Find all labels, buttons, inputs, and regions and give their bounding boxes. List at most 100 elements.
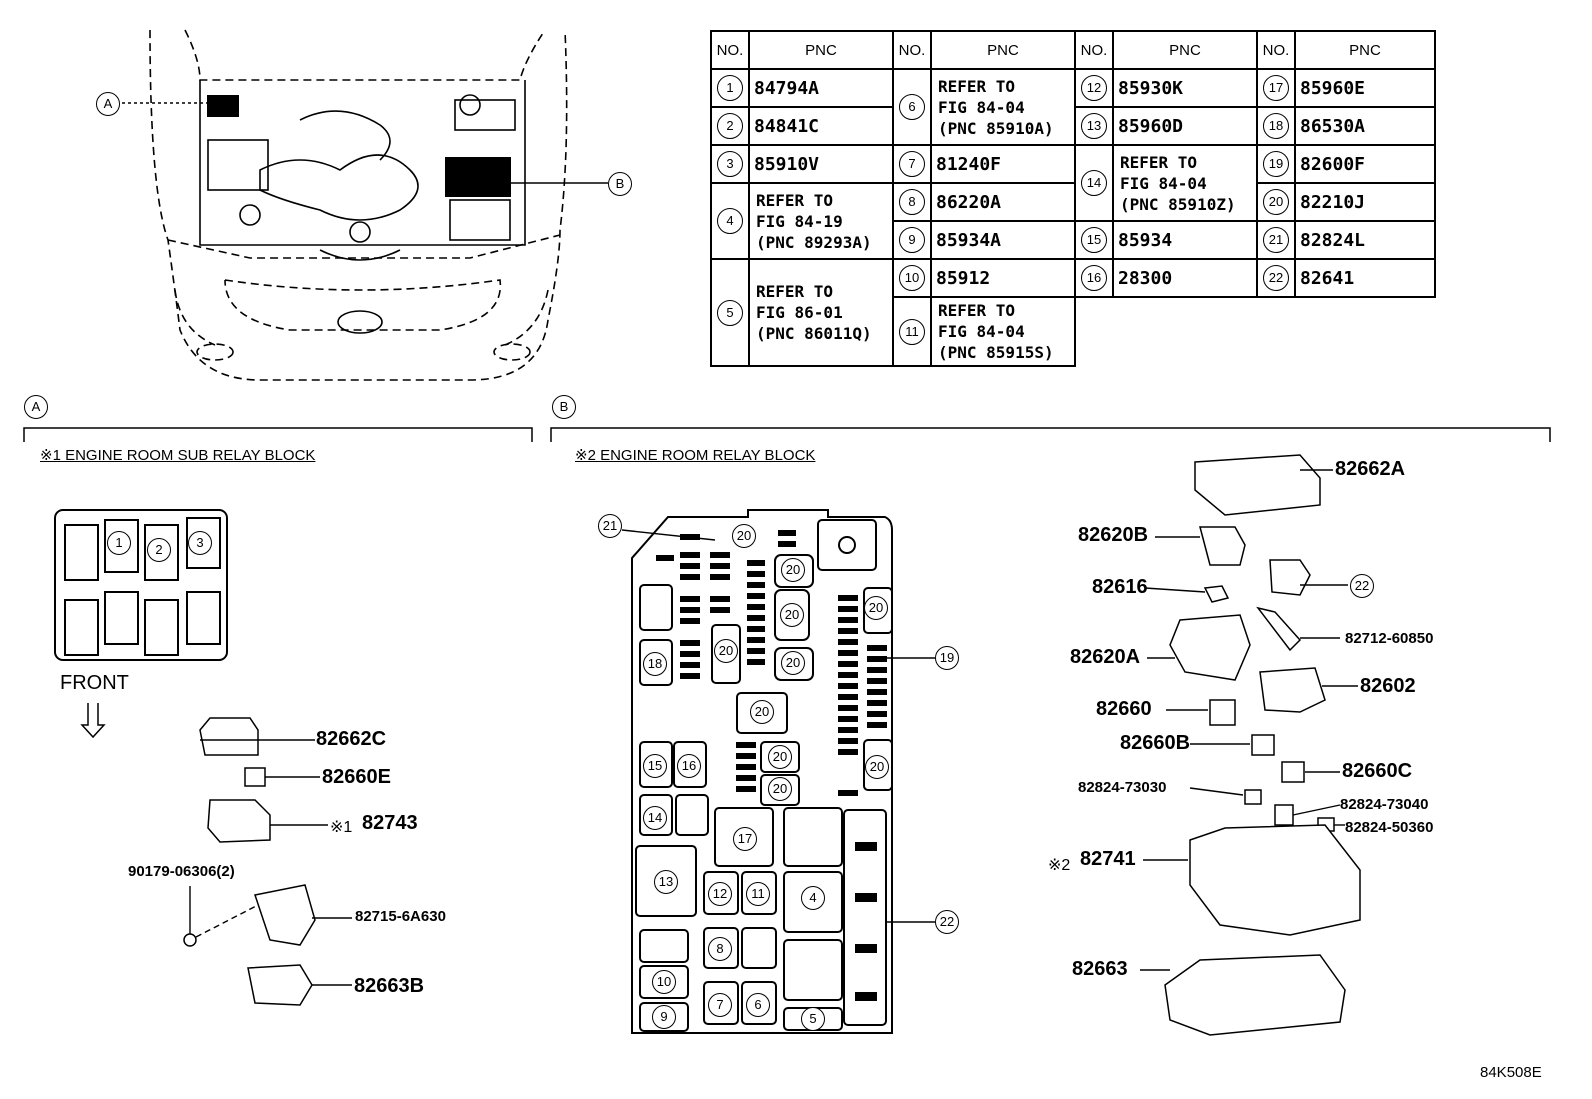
table-cell-pnc: 82600F <box>1294 144 1436 184</box>
table-row: 9 85934A 15 85934 21 82824L <box>711 220 1436 260</box>
fuse <box>867 645 887 651</box>
table-cell-no: 2 <box>710 106 750 146</box>
table-row: 1 84794A 6 REFER TO FIG 84-04 (PNC 85910… <box>710 68 1436 146</box>
table-cell-pnc: 85934A <box>930 220 1076 260</box>
block-callout-16: 16 <box>677 754 701 778</box>
callout-b: B <box>608 172 632 196</box>
table-cell-pnc: 85934 <box>1112 220 1258 260</box>
table-header-no: NO. <box>1074 30 1114 70</box>
part-label: 82660 <box>1096 698 1152 720</box>
relay-block-leaders <box>621 529 935 923</box>
part-label: 82663B <box>354 975 425 997</box>
part-label: 82660C <box>1342 760 1413 782</box>
fuse <box>838 790 858 796</box>
table-cell-no: 7 <box>892 144 932 184</box>
fuse <box>838 749 858 755</box>
table-header-no: NO. <box>1256 30 1296 70</box>
fuse <box>838 738 858 744</box>
fuse <box>747 582 765 588</box>
fuse <box>710 574 730 580</box>
fuse <box>855 944 877 953</box>
fuse <box>680 563 700 569</box>
fuse <box>736 764 756 770</box>
table-cell-pnc: 85910V <box>748 144 894 184</box>
block-callout-20: 20 <box>781 558 805 582</box>
table-cell-no: 15 <box>1074 220 1114 260</box>
part-label: 82743 <box>362 812 418 834</box>
part-label: 82662C <box>316 728 387 750</box>
part-label: 82616 <box>1092 576 1148 598</box>
block-callout-7: 7 <box>708 993 732 1017</box>
engine-bay <box>199 80 526 334</box>
table-cell-no: 12 <box>1074 68 1114 108</box>
fuse <box>838 716 858 722</box>
part-label: 82663 <box>1072 958 1128 980</box>
fuse <box>838 694 858 700</box>
block-callout-8: 8 <box>708 937 732 961</box>
part-label: 82660B <box>1120 732 1191 754</box>
part-label: 82712-60850 <box>1345 630 1434 647</box>
relay-parts-leaders <box>1140 469 1358 971</box>
table-cell-pnc: 85960E <box>1294 68 1436 108</box>
section-a-marker: A <box>24 395 48 419</box>
table-cell-pnc: REFER TO FIG 84-04 (PNC 85910Z) <box>1112 144 1258 222</box>
table-header-pnc: PNC <box>930 30 1076 70</box>
block-callout-20: 20 <box>714 639 738 663</box>
slot-callout-2: 2 <box>147 538 171 562</box>
table-cell-no: 8 <box>892 182 932 222</box>
table-cell-no: 16 <box>1074 258 1114 298</box>
relay-block-location <box>445 157 511 197</box>
table-cell-pnc: 28300 <box>1112 258 1258 298</box>
fuse <box>680 673 700 679</box>
block-callout-21: 21 <box>598 514 622 538</box>
table-cell-pnc: REFER TO FIG 86-01 (PNC 86011Q) <box>748 258 894 367</box>
block-callout-20: 20 <box>780 603 804 627</box>
table-cell-no: 9 <box>892 220 932 260</box>
table-cell-pnc: 85912 <box>930 258 1076 298</box>
fuse <box>778 530 796 536</box>
part-label: 82824-50360 <box>1345 819 1434 836</box>
table-cell-no: 21 <box>1256 220 1296 260</box>
part-label: 82602 <box>1360 675 1416 697</box>
fuse <box>680 662 700 668</box>
table-cell-no: 11 <box>892 296 932 367</box>
fuse <box>838 639 858 645</box>
fuse <box>855 893 877 902</box>
fuse <box>867 689 887 695</box>
table-cell-pnc: 81240F <box>930 144 1076 184</box>
block-callout-20: 20 <box>864 596 888 620</box>
callout-a: A <box>96 92 120 116</box>
block-callout-12: 12 <box>708 882 732 906</box>
table-cell-no: 19 <box>1256 144 1296 184</box>
fuse <box>838 705 858 711</box>
fuse <box>747 648 765 654</box>
fuse <box>680 574 700 580</box>
fuse <box>867 722 887 728</box>
part-label: 82824-73040 <box>1340 796 1429 813</box>
fuse <box>838 595 858 601</box>
block-callout-20: 20 <box>865 755 889 779</box>
table-row: 4 REFER TO FIG 84-19 (PNC 89293A) 8 8622… <box>710 182 1436 260</box>
fuse <box>838 617 858 623</box>
fuse <box>838 661 858 667</box>
slot-callout-3: 3 <box>188 531 212 555</box>
table-cell-no: 1 <box>710 68 750 108</box>
table-header-no: NO. <box>710 30 750 70</box>
front-arrow-icon <box>80 703 106 739</box>
table-cell-no: 13 <box>1074 106 1114 146</box>
fuse <box>680 552 700 558</box>
fuse <box>656 555 674 561</box>
table-cell-pnc: 84794A <box>748 68 894 108</box>
pnc-table: NO. PNC NO. PNC NO. PNC NO. PNC 1 84794A… <box>710 30 1436 367</box>
section-a-title: ※1 ENGINE ROOM SUB RELAY BLOCK <box>40 447 316 464</box>
table-cell-no: 20 <box>1256 182 1296 222</box>
vehicle-overview <box>149 29 568 381</box>
part-label: 82741 <box>1080 848 1136 870</box>
slot-callout-1: 1 <box>107 531 131 555</box>
fuse <box>680 618 700 624</box>
section-b-title: ※2 ENGINE ROOM RELAY BLOCK <box>575 447 816 464</box>
fuse <box>867 711 887 717</box>
sub-relay-block-location <box>207 95 239 117</box>
fuse <box>867 667 887 673</box>
